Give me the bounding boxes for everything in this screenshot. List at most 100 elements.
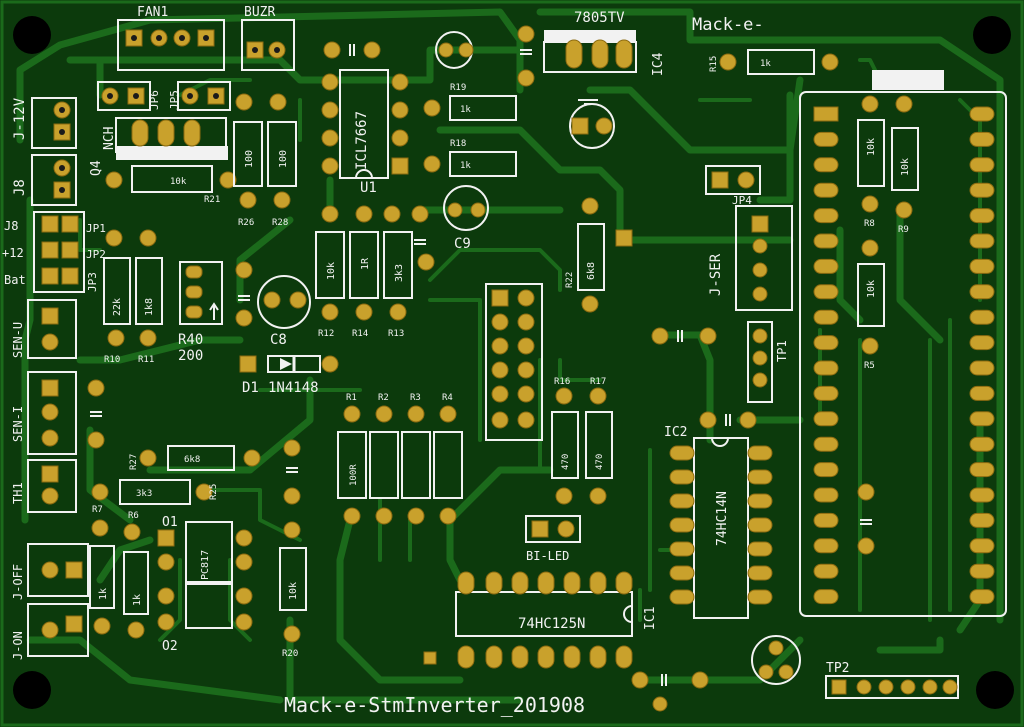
mounting-hole [13, 671, 51, 709]
th1-label: TH1 [11, 482, 25, 504]
r15-pad [719, 53, 737, 71]
r20-value: 10k [288, 582, 299, 600]
mcu-pin-pad [969, 512, 995, 528]
mcu-pin-pad [969, 385, 995, 401]
mcu-pin-pad [813, 487, 839, 503]
tp2-header[interactable] [825, 675, 959, 699]
buzzer-connector[interactable] [241, 19, 295, 71]
optocoupler-o1[interactable] [157, 521, 253, 583]
mcu-pin-pad [969, 360, 995, 376]
jon-connector[interactable] [27, 603, 89, 657]
jp5-jumper[interactable] [177, 81, 231, 111]
u1-label: U1 [360, 180, 377, 196]
brand-label: Mack-e- [692, 15, 764, 35]
nch-mosfet[interactable] [115, 117, 228, 160]
mcu-pads-right [969, 106, 995, 605]
j12v-label: J-12V [12, 97, 28, 140]
r9-pad [895, 95, 913, 113]
r2-label: R2 [378, 393, 389, 403]
mcu-pin-pad [813, 385, 839, 401]
th1-connector[interactable] [27, 459, 77, 513]
mcu-pin-pad [813, 309, 839, 325]
r15-value: 1k [760, 59, 771, 69]
r12-value: 10k [326, 262, 337, 280]
regulator-ic4[interactable] [543, 30, 637, 73]
seni-connector[interactable] [27, 371, 77, 455]
r13-pad [383, 205, 401, 223]
mcu-pin-pad [813, 360, 839, 376]
icl7667-label: ICL7667 [354, 111, 370, 170]
r5-label: R5 [864, 361, 875, 371]
ic-u1-icl7667[interactable] [321, 69, 409, 179]
r15-label: R15 [709, 56, 719, 72]
pin-header-2x6[interactable] [485, 283, 543, 441]
r8-pad [861, 95, 879, 113]
resistor-r9 [891, 127, 919, 219]
j8-label: J8 [12, 179, 28, 196]
senu-label: SEN-U [11, 322, 25, 358]
resistor-r21 [105, 165, 237, 193]
via-pad [615, 229, 633, 247]
joff-connector[interactable] [27, 543, 89, 597]
r13-label: R13 [388, 329, 404, 339]
r9-value: 10k [900, 158, 911, 176]
r4-label: R4 [442, 393, 453, 403]
d1-label: D1 [242, 380, 259, 396]
r11-pad [139, 229, 157, 247]
fan1-connector[interactable] [117, 19, 225, 71]
r20-pad [283, 521, 301, 539]
cap-pad [87, 431, 105, 449]
senu-connector[interactable] [27, 299, 77, 359]
mcu-module-socket[interactable] [799, 70, 1007, 617]
resistor-r25 [91, 479, 213, 505]
mcu-pin-pad [969, 131, 995, 147]
jser-label: J-SER [708, 253, 724, 296]
r9-label: R9 [898, 225, 909, 235]
r22-label: R22 [565, 272, 575, 288]
mounting-hole [973, 16, 1011, 54]
r28-value: 100 [278, 150, 289, 168]
optocoupler-o2[interactable] [157, 583, 253, 631]
mcu-pin-pad [969, 233, 995, 249]
via-pad [269, 93, 287, 111]
r16-pad [555, 387, 573, 405]
resistor-r10 [103, 257, 131, 347]
r40-label: R40 [178, 332, 203, 348]
cap-pad [739, 411, 757, 429]
r40-value: 200 [178, 348, 203, 364]
r17-label: R17 [590, 377, 606, 387]
bi-led[interactable] [525, 515, 581, 543]
jp6-jumper[interactable] [97, 81, 151, 111]
ic1-74hc125n[interactable] [455, 571, 633, 669]
r11-label: R11 [138, 355, 154, 365]
c8-pad [235, 309, 253, 327]
r7-label: R7 [92, 505, 103, 515]
j8-connector[interactable] [31, 154, 77, 206]
mcu-pin-pad [813, 563, 839, 579]
jp4-jumper[interactable] [705, 165, 761, 195]
ic4-label: IC4 [651, 52, 666, 76]
mcu-pin-pad [813, 233, 839, 249]
r8-label: R8 [864, 219, 875, 229]
r28-label: R28 [272, 218, 288, 228]
r3-label: R3 [410, 393, 421, 403]
cap-pad [87, 379, 105, 397]
trimmer-r40[interactable] [179, 261, 223, 325]
jser-connector[interactable] [735, 205, 793, 311]
tp1-header[interactable] [747, 321, 773, 403]
mcu-pin-pad [969, 538, 995, 554]
ic2-label: IC2 [664, 425, 687, 440]
jp4-label: JP4 [732, 194, 752, 207]
cap-pad [691, 671, 709, 689]
r1-value: 100R [349, 464, 359, 486]
j12v-connector[interactable] [31, 97, 77, 149]
tp1-label: TP1 [775, 340, 789, 362]
cap-pad [651, 327, 669, 345]
jumper-block[interactable] [33, 211, 85, 293]
cap-pad [363, 41, 381, 59]
resistor-array-r1-r4 [337, 405, 463, 525]
ic2-74hc14n[interactable] [669, 437, 773, 619]
mcu-pin-pad [969, 462, 995, 478]
mcu-pin-pad [813, 182, 839, 198]
